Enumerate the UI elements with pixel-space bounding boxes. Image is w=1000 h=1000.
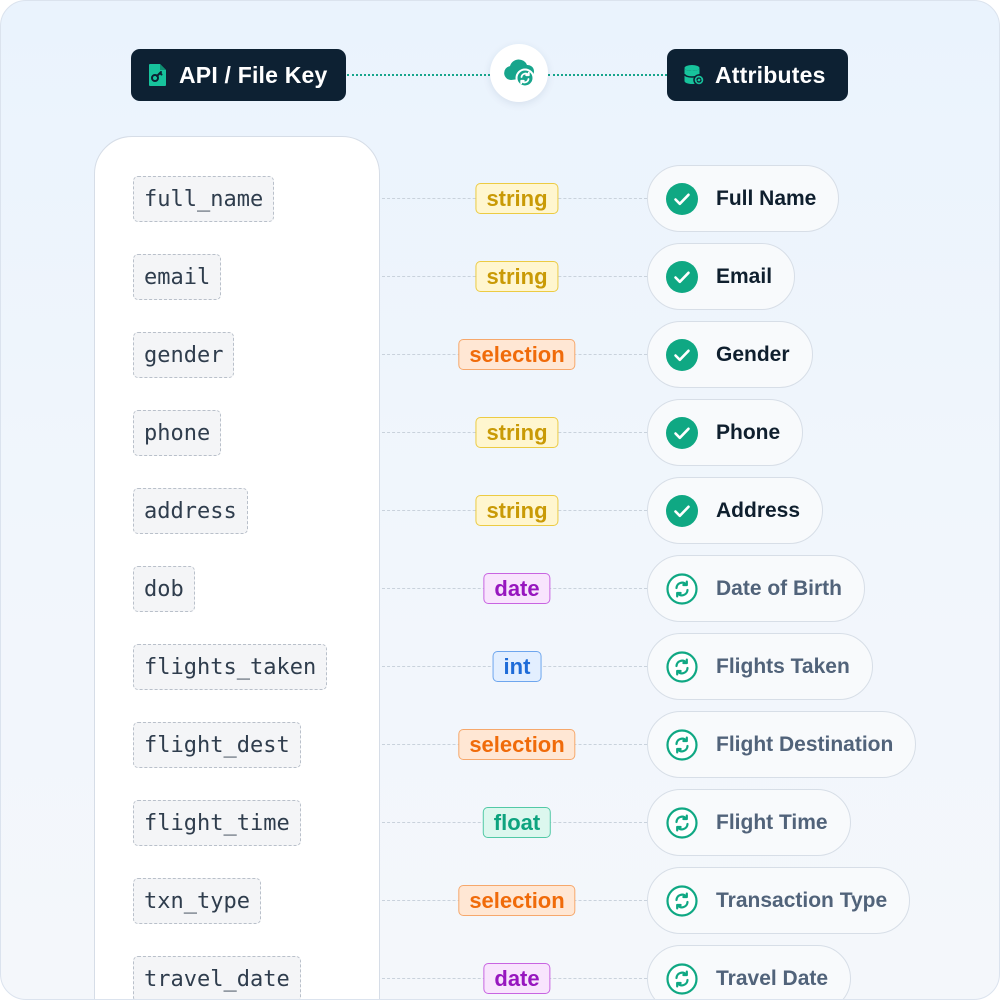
sync-icon xyxy=(666,728,698,761)
type-badge: selection xyxy=(458,729,576,760)
attribute-label: Phone xyxy=(716,420,781,444)
mapping-row: phone string Phone xyxy=(1,399,999,466)
attribute-label: Transaction Type xyxy=(716,888,888,912)
attribute-label: Flights Taken xyxy=(716,654,850,678)
attribute-label: Address xyxy=(716,498,801,522)
type-badge: date xyxy=(483,963,551,994)
api-key-chip[interactable]: full_name xyxy=(133,176,275,222)
check-circle-icon xyxy=(666,260,698,293)
type-badge: string xyxy=(475,183,559,214)
api-key-chip[interactable]: dob xyxy=(133,566,195,612)
api-key-chip[interactable]: travel_date xyxy=(133,956,301,999)
mapping-row: gender selection Gender xyxy=(1,321,999,388)
attributes-label: Attributes xyxy=(715,61,826,88)
attribute-label: Date of Birth xyxy=(716,576,842,600)
api-key-chip[interactable]: flight_dest xyxy=(133,722,301,768)
type-badge: string xyxy=(475,261,559,292)
mapping-row: flight_dest selection Flight Destination xyxy=(1,711,999,778)
api-key-chip[interactable]: email xyxy=(133,254,222,300)
attribute-pill[interactable]: Full Name xyxy=(647,165,840,232)
attribute-label: Full Name xyxy=(716,186,817,210)
api-key-chip[interactable]: gender xyxy=(133,332,235,378)
api-key-chip[interactable]: txn_type xyxy=(133,878,261,924)
mapping-row: flight_time float Flight Time xyxy=(1,789,999,856)
api-key-chip[interactable]: address xyxy=(133,488,248,534)
attribute-pill[interactable]: Phone xyxy=(647,399,804,466)
mapping-row: txn_type selection Transaction Type xyxy=(1,867,999,934)
api-key-chip[interactable]: flight_time xyxy=(133,800,301,846)
attribute-label: Travel Date xyxy=(716,966,829,990)
type-badge: int xyxy=(492,651,542,682)
attribute-pill[interactable]: Gender xyxy=(647,321,813,388)
sync-icon xyxy=(666,884,698,917)
api-key-chip[interactable]: phone xyxy=(133,410,222,456)
attribute-label: Flight Time xyxy=(716,810,828,834)
attribute-label: Flight Destination xyxy=(716,732,894,756)
attribute-pill[interactable]: Date of Birth xyxy=(647,555,865,622)
header-connector-right xyxy=(548,74,667,76)
header-connector-left xyxy=(347,74,490,76)
check-circle-icon xyxy=(666,182,698,215)
mapping-row: email string Email xyxy=(1,243,999,310)
type-badge: string xyxy=(475,417,559,448)
mapping-row: full_name string Full Name xyxy=(1,165,999,232)
api-key-chip[interactable]: flights_taken xyxy=(133,644,328,690)
attribute-pill[interactable]: Address xyxy=(647,477,824,544)
type-badge: string xyxy=(475,495,559,526)
attribute-pill[interactable]: Flight Time xyxy=(647,789,851,856)
api-file-key-label: API / File Key xyxy=(179,61,328,88)
mapping-row: address string Address xyxy=(1,477,999,544)
attribute-pill[interactable]: Flights Taken xyxy=(647,633,873,700)
type-badge: selection xyxy=(458,885,576,916)
attribute-pill[interactable]: Email xyxy=(647,243,796,310)
mapping-row: travel_date date Travel Date xyxy=(1,945,999,999)
sync-icon xyxy=(666,650,698,683)
type-badge: date xyxy=(483,573,551,604)
attributes-header: Attributes xyxy=(667,49,848,101)
check-circle-icon xyxy=(666,494,698,527)
attribute-pill[interactable]: Travel Date xyxy=(647,945,852,999)
attribute-label: Gender xyxy=(716,342,790,366)
database-sync-icon xyxy=(683,63,705,87)
attribute-pill[interactable]: Flight Destination xyxy=(647,711,917,778)
api-file-key-header: API / File Key xyxy=(131,49,346,101)
type-badge: selection xyxy=(458,339,576,370)
cloud-sync-icon xyxy=(490,44,548,102)
sync-icon xyxy=(666,806,698,839)
sync-icon xyxy=(666,572,698,605)
file-key-icon xyxy=(147,63,169,87)
check-circle-icon xyxy=(666,416,698,449)
type-badge: float xyxy=(482,807,552,838)
attribute-pill[interactable]: Transaction Type xyxy=(647,867,911,934)
attribute-label: Email xyxy=(716,264,773,288)
sync-icon xyxy=(666,962,698,995)
mapping-row: flights_taken int Flights Taken xyxy=(1,633,999,700)
check-circle-icon xyxy=(666,338,698,371)
mapping-row: dob date Date of Birth xyxy=(1,555,999,622)
